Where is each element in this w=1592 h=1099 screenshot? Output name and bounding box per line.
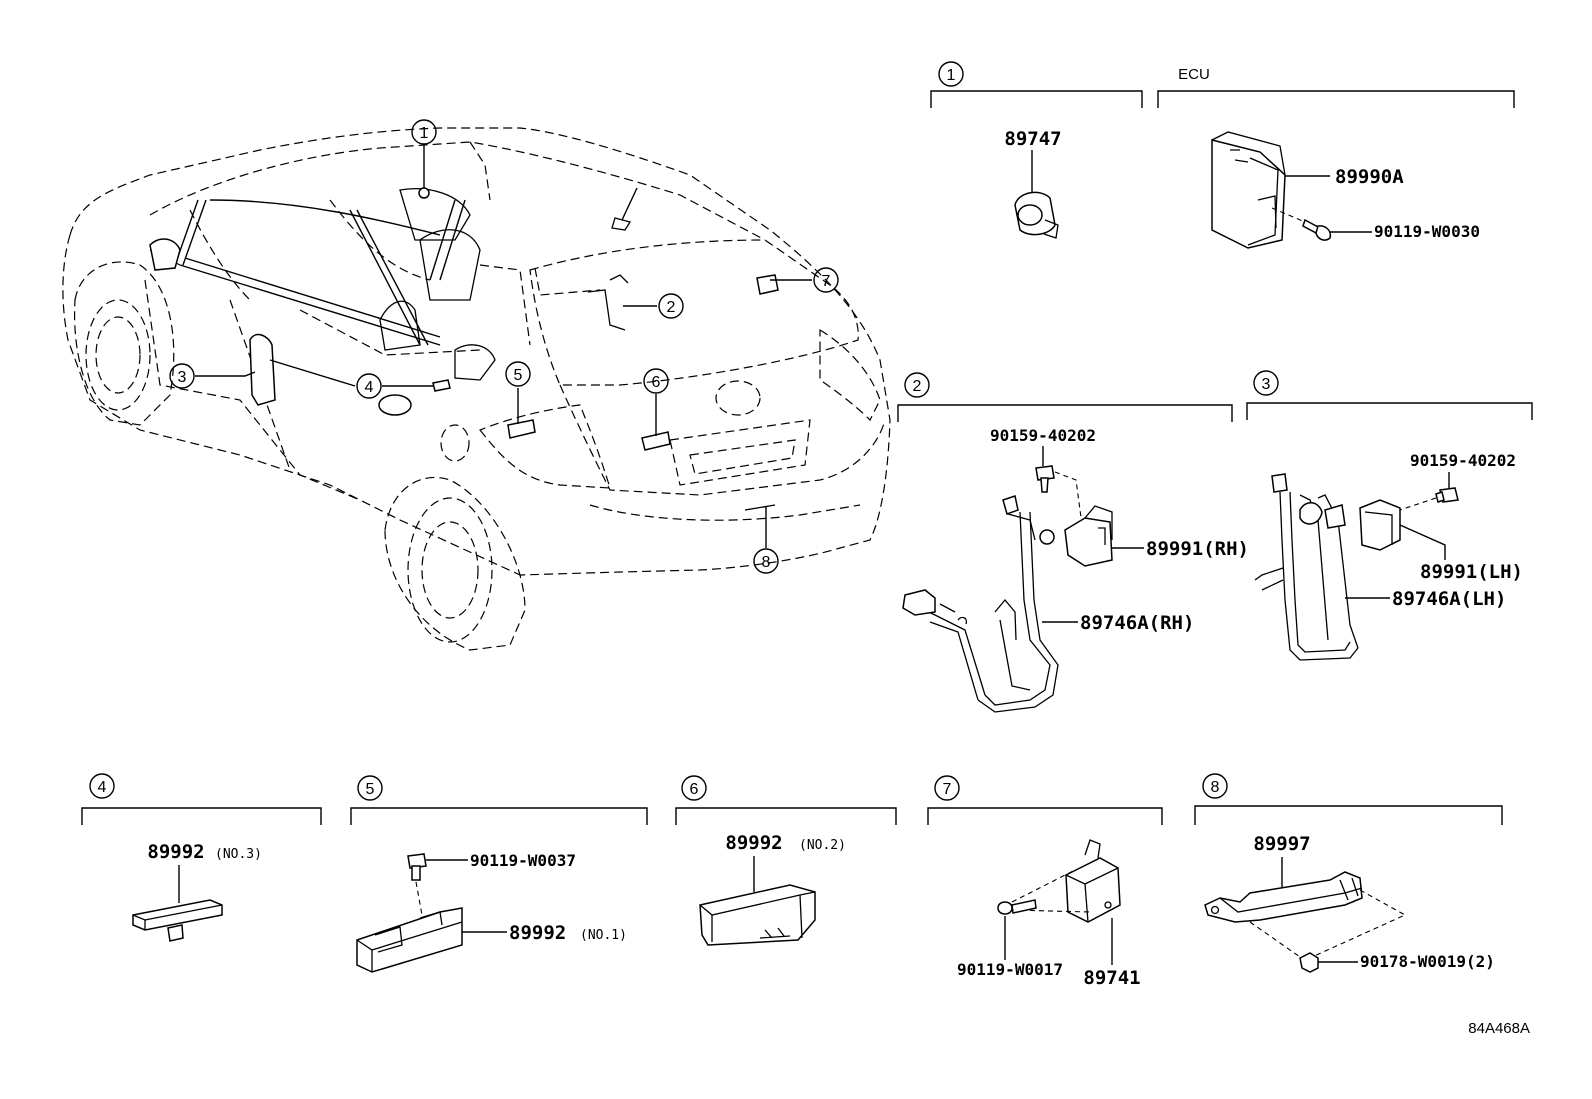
svg-text:1: 1 (947, 67, 956, 84)
ecu-label: ECU (1178, 66, 1210, 83)
section-ecu: ECU 89990A 90119-W0030 (1157, 66, 1515, 249)
part-89747: 89747 (1004, 128, 1061, 150)
part-89741: 89741 (1083, 967, 1140, 989)
callout-7: 7 (813, 267, 839, 293)
callout-4: 4 (356, 373, 382, 399)
svg-text:6: 6 (690, 781, 699, 798)
callout-8: 8 (753, 548, 779, 574)
part-90119-W0037: 90119-W0037 (470, 851, 576, 870)
svg-text:2: 2 (913, 378, 922, 395)
section-5: 5 90119-W0037 89992 (NO.1) (350, 775, 648, 973)
section-6: 6 89992 (NO.2) (675, 775, 897, 946)
part-89997: 89997 (1253, 833, 1310, 855)
svg-text:2: 2 (667, 299, 676, 316)
callout-1: 1 (411, 119, 437, 145)
svg-text:8: 8 (1211, 779, 1220, 796)
svg-text:7: 7 (943, 781, 952, 798)
part-90159-40202-rh: 90159-40202 (990, 426, 1096, 445)
section-1: 1 89747 (930, 61, 1143, 239)
svg-text:3: 3 (178, 369, 187, 386)
svg-text:6: 6 (652, 374, 661, 391)
svg-text:1: 1 (420, 125, 429, 142)
vehicle-illustration (62, 127, 891, 651)
part-90119-W0030: 90119-W0030 (1374, 222, 1480, 241)
svg-text:8: 8 (762, 554, 771, 571)
svg-text:5: 5 (514, 367, 523, 384)
section-8: 8 89997 90178-W0019(2) (1194, 773, 1503, 973)
section-2: 2 90159-40202 89991(RH) 89746A(RH) (897, 372, 1249, 713)
note-no1: (NO.1) (580, 928, 627, 943)
vehicle-callouts: 1 2 3 4 5 6 7 8 (169, 119, 839, 574)
note-no3: (NO.3) (215, 847, 262, 862)
section-4: 4 89992 (NO.3) (81, 773, 322, 942)
svg-text:7: 7 (822, 273, 831, 290)
callout-6: 6 (643, 368, 669, 394)
part-89991-lh: 89991(LH) (1420, 561, 1523, 583)
section-7: 7 90119-W0017 89741 (927, 775, 1163, 989)
svg-text:5: 5 (366, 781, 375, 798)
callout-3: 3 (169, 363, 195, 389)
figure-code: 84A468A (1468, 1020, 1530, 1037)
part-90178-W0019: 90178-W0019(2) (1360, 952, 1495, 971)
part-89746A-lh: 89746A(LH) (1392, 588, 1506, 610)
part-89992-no3: 89992 (147, 841, 204, 863)
callout-5: 5 (505, 361, 531, 387)
part-89992-no2: 89992 (725, 832, 782, 854)
part-89992-no1: 89992 (509, 922, 566, 944)
part-89746A-rh: 89746A(RH) (1080, 612, 1194, 634)
part-89990A: 89990A (1335, 166, 1404, 188)
part-90119-W0017: 90119-W0017 (957, 960, 1063, 979)
note-no2: (NO.2) (799, 838, 846, 853)
callout-2: 2 (658, 293, 684, 319)
part-90159-40202-lh: 90159-40202 (1410, 451, 1516, 470)
svg-text:4: 4 (98, 779, 107, 796)
part-89991-rh: 89991(RH) (1146, 538, 1249, 560)
svg-text:4: 4 (365, 379, 374, 396)
section-3: 3 90159-40202 89991(LH) 89746A(LH) (1246, 370, 1533, 661)
svg-text:3: 3 (1262, 376, 1271, 393)
